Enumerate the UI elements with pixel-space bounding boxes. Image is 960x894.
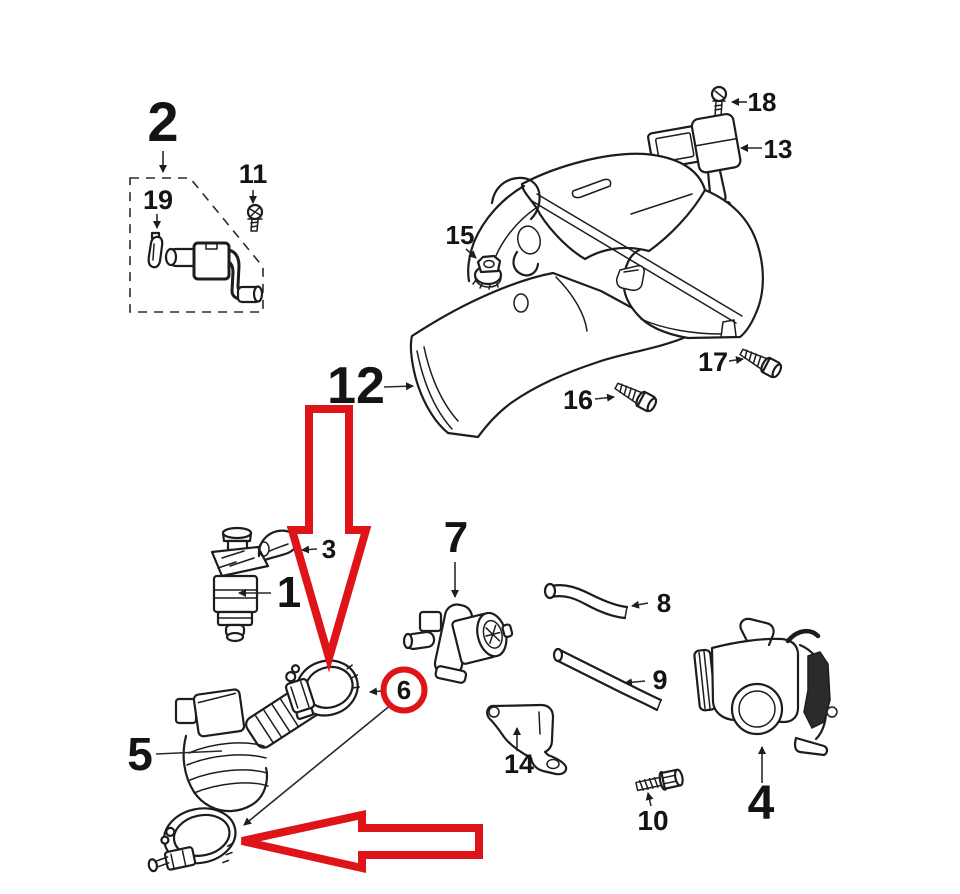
callout-17: 17: [698, 347, 728, 377]
leader-9: [624, 678, 646, 687]
red-left-arrow: [241, 810, 483, 873]
callout-16: 16: [563, 385, 593, 415]
callout-8: 8: [657, 588, 671, 618]
bracket-14: [486, 703, 568, 776]
leader-12: [383, 382, 414, 391]
flange-nut-15: [472, 254, 503, 290]
hose-9: [552, 647, 663, 712]
hose-8: [543, 582, 629, 620]
callout-labels: 2 19 11 18 13 15 12 17 16 3 1 7 8 9 6 5 …: [127, 87, 792, 836]
screw-11: [246, 203, 264, 232]
callout-1: 1: [277, 568, 301, 617]
leader-8: [631, 600, 649, 609]
hose-clamp-upper-6: [284, 659, 361, 720]
callout-13: 13: [764, 134, 793, 164]
callout-6: 6: [397, 675, 411, 705]
red-down-arrow: [286, 405, 372, 673]
leader-lines: [153, 98, 766, 826]
red-annotations: [241, 405, 483, 873]
purge-valve-7: [402, 603, 514, 684]
leader-6-upper-clamp: [369, 687, 383, 696]
callout-10: 10: [637, 805, 668, 836]
leader-3: [301, 545, 318, 554]
hose-clamp-lower-6: [147, 807, 237, 873]
callout-18: 18: [748, 87, 777, 117]
callout-5: 5: [127, 728, 153, 780]
callout-11: 11: [239, 159, 268, 189]
leader-16: [594, 393, 615, 402]
leader-6-lower-clamp: [243, 703, 393, 826]
bolt-10: [635, 768, 684, 792]
callout-14: 14: [504, 749, 534, 779]
rubber-plug-19: [147, 231, 164, 269]
screw-17: [739, 348, 783, 379]
solenoid-valve-2: [164, 241, 264, 304]
throttle-body-4: [693, 617, 838, 757]
intake-snorkel: [409, 271, 688, 439]
leader-5: [155, 750, 223, 755]
callout-3: 3: [322, 534, 336, 564]
leader-15: [465, 248, 477, 259]
leader-17: [728, 356, 744, 364]
callout-19: 19: [143, 185, 173, 215]
callout-9: 9: [652, 665, 667, 695]
leader-10: [645, 792, 654, 807]
air-box-12: [409, 152, 764, 439]
assembly-2-dashed-box: [129, 177, 264, 313]
red-circle-highlight: [380, 666, 428, 714]
screw-18: [710, 85, 728, 117]
callout-12: 12: [327, 357, 385, 415]
callout-7: 7: [444, 513, 468, 562]
callout-15: 15: [446, 220, 475, 250]
callout-4: 4: [748, 777, 775, 830]
screw-16: [614, 382, 658, 413]
callout-2: 2: [147, 90, 178, 153]
fuel-injector-1: [210, 526, 270, 643]
